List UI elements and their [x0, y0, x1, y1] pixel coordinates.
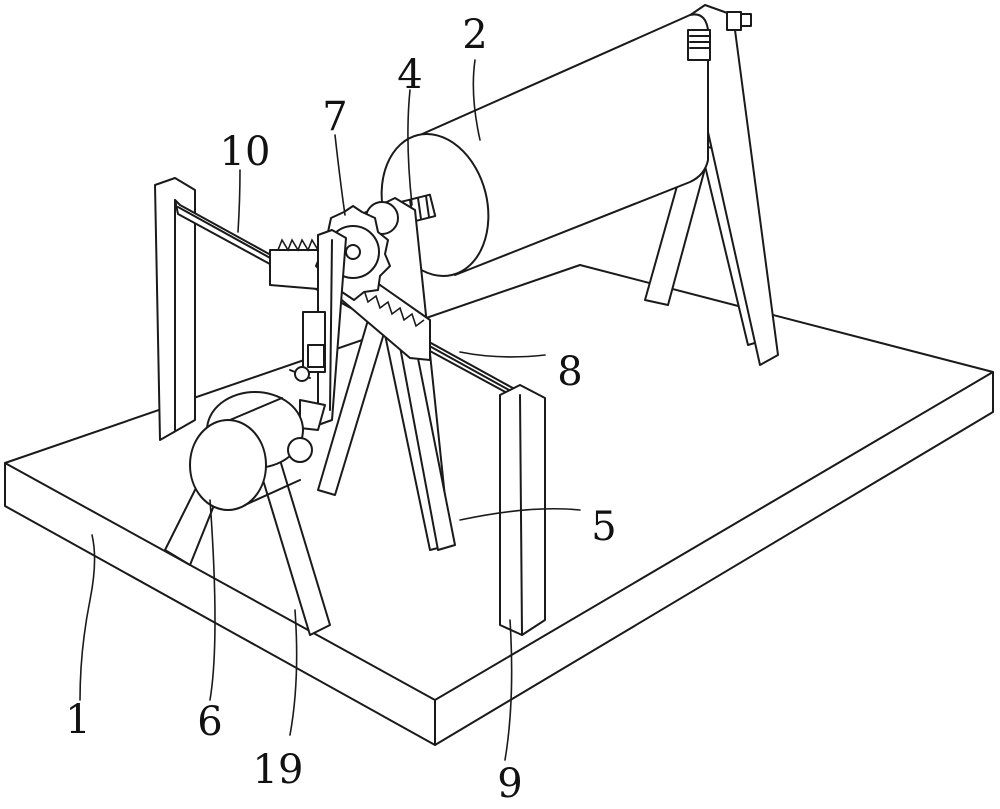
label-8: 8 — [557, 349, 582, 395]
motor — [189, 391, 313, 511]
label-10: 10 — [220, 129, 271, 175]
label-9: 9 — [497, 761, 522, 807]
label-4: 4 — [397, 52, 422, 98]
leader-10 — [237, 169, 241, 233]
label-5: 5 — [591, 504, 616, 550]
leader-5 — [459, 507, 581, 521]
leader-2 — [472, 59, 481, 141]
leader-19 — [289, 609, 298, 736]
label-6: 6 — [197, 699, 222, 745]
leader-lines — [79, 59, 581, 761]
leader-4 — [407, 89, 413, 206]
leader-6 — [209, 499, 216, 701]
label-2: 2 — [462, 12, 487, 58]
label-7: 7 — [322, 94, 347, 140]
leader-7 — [334, 134, 346, 216]
leader-1 — [79, 534, 96, 701]
label-19: 19 — [253, 747, 304, 793]
slider-arm — [289, 229, 347, 431]
leader-9 — [504, 619, 513, 761]
leader-8 — [459, 351, 546, 358]
label-1: 1 — [65, 697, 90, 743]
